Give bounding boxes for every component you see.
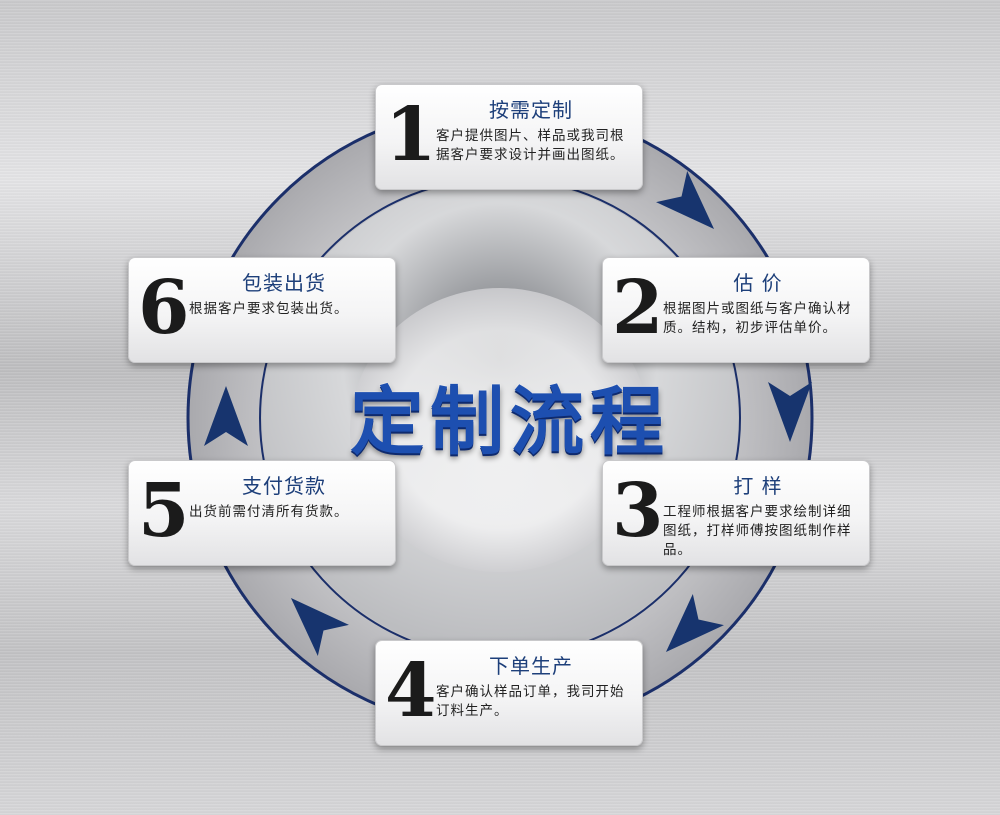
diagram-title: 定制流程 [350,379,670,465]
step-description: 客户提供图片、样品或我司根据客户要求设计并画出图纸。 [436,128,625,163]
step-card-6: 6 包装出货 根据客户要求包装出货。 [128,257,396,363]
arrow-icon-1-to-2 [656,171,715,230]
arrow-icon-4-to-5 [290,597,349,656]
center-disc-highlight [350,288,650,572]
step-card-1: 1 按需定制 客户提供图片、样品或我司根据客户要求设计并画出图纸。 [375,84,643,190]
step-title: 下单生产 [489,654,573,678]
step-title: 打 样 [733,474,783,498]
cycle-arrows [204,171,812,656]
arrow-icon-3-to-4 [665,594,724,653]
step-number: 2 [612,265,664,351]
step-number: 3 [612,468,664,554]
step-card-5: 5 支付货款 出货前需付清所有货款。 [128,460,396,566]
step-card-4: 4 下单生产 客户确认样品订单，我司开始订料生产。 [375,640,643,746]
step-description: 工程师根据客户要求绘制详细图纸，打样师傅按图纸制作样品。 [663,504,852,558]
step-title: 按需定制 [489,98,573,122]
step-card-2: 2 估 价 根据图片或图纸与客户确认材质。结构，初步评估单价。 [602,257,870,363]
step-number: 5 [138,468,190,554]
arrow-icon-2-to-3 [768,382,812,442]
arrow-icon-5-to-6 [204,386,248,446]
step-number: 1 [385,92,437,178]
step-description: 根据图片或图纸与客户确认材质。结构，初步评估单价。 [663,301,852,336]
step-description: 根据客户要求包装出货。 [189,301,349,317]
step-number: 6 [138,265,190,351]
step-title: 包装出货 [242,271,326,295]
step-description: 客户确认样品订单，我司开始订料生产。 [436,684,625,719]
step-number: 4 [385,648,437,734]
step-title: 估 价 [733,271,783,295]
step-title: 支付货款 [242,474,326,498]
step-card-3: 3 打 样 工程师根据客户要求绘制详细图纸，打样师傅按图纸制作样品。 [602,460,870,566]
step-description: 出货前需付清所有货款。 [189,504,349,520]
